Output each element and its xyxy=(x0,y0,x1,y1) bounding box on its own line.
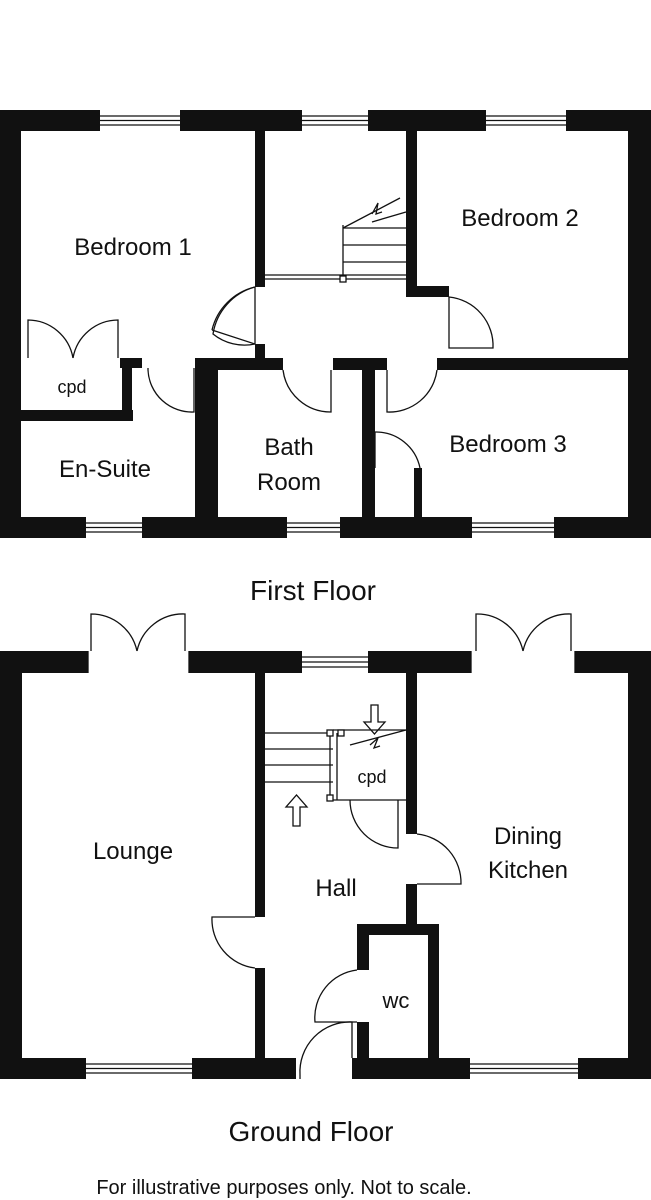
room-label-bath-line1: Bath xyxy=(264,434,313,461)
door xyxy=(282,369,332,413)
cupboard-door xyxy=(374,431,421,469)
room-label-cpd-first: cpd xyxy=(57,377,86,397)
first-floor-plan: Bedroom 1 Bedroom 2 Bedroom 3 cpd En-Sui… xyxy=(0,110,651,538)
bathroom-left-wall xyxy=(207,370,218,517)
first-floor-title: First Floor xyxy=(250,575,376,606)
ground-floor-plan: Lounge Hall cpd Dining Kitchen wc xyxy=(0,613,651,1079)
room-label-bedroom3: Bedroom 3 xyxy=(449,431,566,458)
bathroom-right-wall xyxy=(362,358,375,517)
room-label-dining-line1: Dining xyxy=(494,823,562,850)
door xyxy=(211,916,256,969)
bedroom1-right-wall xyxy=(255,131,265,287)
ensuite-top-wall xyxy=(21,410,133,421)
lounge-right-wall xyxy=(255,673,265,917)
cupboard-door xyxy=(349,799,399,849)
arrow-up-icon xyxy=(284,794,309,827)
room-label-ensuite: En-Suite xyxy=(59,456,151,483)
window xyxy=(486,110,566,131)
ensuite-right-wall xyxy=(195,358,207,517)
kitchen-left-wall xyxy=(406,673,417,834)
door xyxy=(448,296,494,349)
room-label-dining-line2: Kitchen xyxy=(488,857,568,884)
wc-top-wall xyxy=(357,924,439,935)
window xyxy=(86,1058,192,1079)
first-floor-left-wall xyxy=(0,110,21,538)
window xyxy=(86,517,142,538)
disclaimer: For illustrative purposes only. Not to s… xyxy=(96,1177,471,1199)
window xyxy=(302,110,368,131)
cupboard-door xyxy=(27,319,119,359)
room-label-hall: Hall xyxy=(315,875,356,902)
bedroom2-left-wall xyxy=(406,131,417,296)
room-label-lounge: Lounge xyxy=(93,838,173,865)
ground-floor-right-wall xyxy=(628,651,651,1079)
door xyxy=(416,833,462,885)
french-doors xyxy=(470,613,576,673)
door xyxy=(314,969,358,1023)
room-label-wc: wc xyxy=(382,988,410,1013)
staircase xyxy=(265,197,407,283)
wc-right-wall xyxy=(428,924,439,1058)
window xyxy=(470,1058,578,1079)
arrow-down-icon xyxy=(362,704,387,735)
first-floor-right-wall xyxy=(628,110,651,538)
window xyxy=(100,110,180,131)
room-label-cpd-ground: cpd xyxy=(357,767,386,787)
window xyxy=(287,517,340,538)
staircase xyxy=(265,704,407,827)
room-label-bedroom2: Bedroom 2 xyxy=(461,205,578,232)
door xyxy=(147,368,195,413)
door xyxy=(211,286,256,346)
room-label-bedroom1: Bedroom 1 xyxy=(74,234,191,261)
ground-floor-left-wall xyxy=(0,651,22,1079)
front-door xyxy=(299,1021,353,1079)
french-doors xyxy=(87,613,190,673)
window xyxy=(302,651,368,673)
room-label-bath-line2: Room xyxy=(257,469,321,496)
door xyxy=(386,369,438,413)
ground-floor-title: Ground Floor xyxy=(229,1116,394,1147)
window xyxy=(472,517,554,538)
